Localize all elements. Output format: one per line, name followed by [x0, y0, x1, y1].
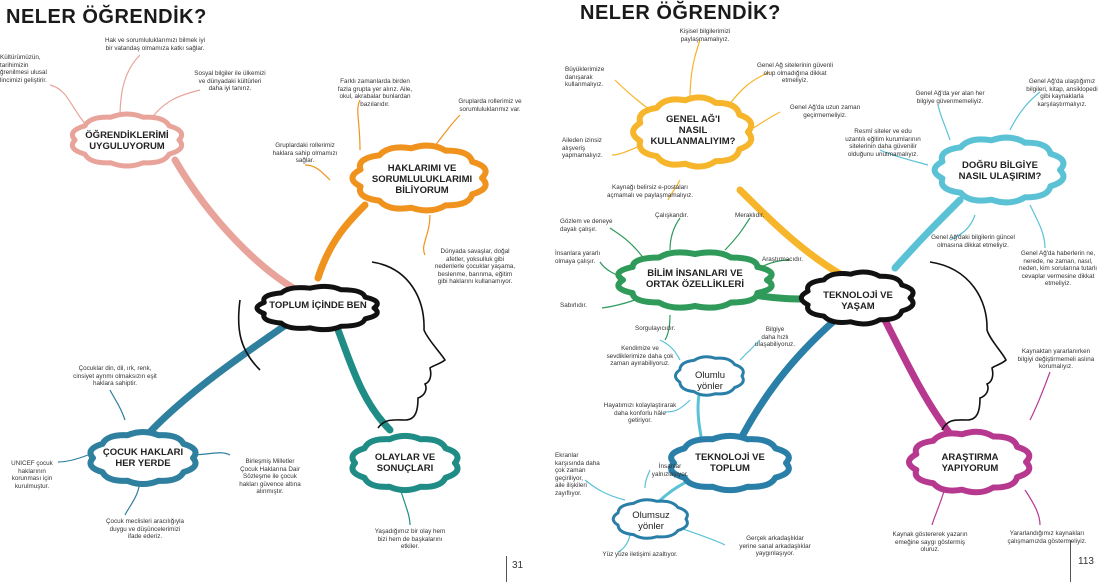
note-yasadigimiz: Yaşadığımız bir olay hem bizi hem de baş… — [374, 528, 446, 551]
note-hak-sorumluluk: Hak ve sorumluluklarımızı bilmek iyi bir… — [104, 37, 206, 52]
cloud-haklarimi — [349, 142, 489, 214]
note-yer-alan: Genel Ağ'da yer alan her bilgiye güvenme… — [915, 90, 985, 105]
page-number: 113 — [1078, 556, 1094, 567]
note-sabirli: Sabırlıdır. — [560, 302, 587, 309]
note-arastirmaci: Araştırmacıdır. — [762, 256, 803, 263]
cloud-teknoloji-toplum — [668, 432, 792, 494]
cloud-label-olumlu: Olumlu yönler — [694, 370, 726, 392]
cloud-label-olaylar: OLAYLAR VE SONUÇLARI — [374, 452, 436, 474]
note-kaynagi: Kaynağı belirsiz e-postaları açmamalı ve… — [606, 184, 694, 199]
note-bilgiye-hizli: Bilgiye daha hızlı ulaşabiliyoruz. — [755, 326, 795, 349]
note-kisisel: Kişisel bilgilerimizi paylaşmamalıyız. — [679, 28, 731, 43]
note-kaynaktan: Kaynaktan yararlanırken bilgiyi değiştir… — [1017, 348, 1095, 371]
cloud-ogrendiklerimi — [70, 111, 184, 169]
note-kultur: Kültürümüzün, tarihimizin ğrenilmesi ulu… — [0, 54, 47, 84]
head-silhouette — [371, 261, 447, 429]
cloud-label-ogrendiklerimi: ÖĞRENDİKLERİMİ UYGULUYORUM — [85, 130, 169, 152]
right-page: NELER ÖĞRENDİK? TEKNOLOJİ VE YAŞAM GENEL… — [550, 0, 1118, 586]
note-hayatimizi: Hayatımızı kolaylaştırarak daha konforlu… — [603, 402, 677, 425]
branch-haklarimi — [314, 201, 369, 282]
note-birlesmis: Birleşmiş Milletler Çocuk Haklarına Dair… — [239, 458, 301, 496]
page-number: 31 — [512, 560, 524, 571]
note-unicef: UNICEF çocuk haklarının korunması için k… — [11, 460, 53, 490]
note-meclis: Çocuk meclisleri aracılığıyla duygu ve d… — [105, 518, 185, 541]
branch-olaylar — [331, 318, 394, 434]
branch-arastirma — [881, 316, 959, 444]
cloud-olumlu — [673, 355, 745, 397]
branch-cocuk — [146, 318, 294, 436]
note-dunyada: Dünyada savaşlar, doğal afetler, yoksull… — [434, 248, 516, 286]
note-merakli: Meraklıdır. — [735, 212, 765, 219]
branch-teknoloji-toplum — [731, 316, 839, 454]
cloud-dogru-bilgi — [931, 134, 1067, 206]
note-uzun-zaman: Genel Ağ'da uzun zaman geçirmemeliyiz. — [789, 104, 861, 119]
note-kaynak-gostererek: Kaynak göstererek yazarın emeğine saygı … — [892, 531, 968, 554]
cloud-olaylar — [349, 432, 461, 494]
note-gruplardaki: Gruplardaki rollerimiz haklara sahip olm… — [272, 142, 338, 165]
cloud-label-arastirma: ARAŞTIRMA YAPIYORUM — [941, 452, 999, 474]
cloud-label-bilim: BİLİM İNSANLARI VE ORTAK ÖZELLİKLERİ — [646, 268, 744, 290]
note-guncel: Genel Ağ'daki bilgilerin güncel olmasına… — [931, 234, 1015, 249]
left-page: NELER ÖĞRENDİK? TOPLUM İÇİNDE BEN ÖĞREND… — [0, 0, 548, 586]
branch-ogrendiklerimi — [171, 156, 304, 296]
note-ekranlar: Ekranlar karşısında daha çok zaman geçir… — [555, 452, 600, 497]
note-izinsiz: Aileden izinsiz alışveriş yapmamalıyız. — [562, 137, 603, 160]
cloud-cocuk — [87, 428, 199, 488]
page-number-divider — [1070, 540, 1071, 582]
cloud-label-genel-ag: GENEL AĞ'I NASIL KULLANMALIYIM? — [650, 114, 736, 147]
head-silhouette — [929, 261, 1007, 431]
note-gercek: Gerçek arkadaşlıklar yerine sanal arkada… — [739, 535, 811, 558]
note-sosyal: Sosyal bilgiler ile ülkemizi ve dünyadak… — [194, 70, 266, 93]
cloud-label-toplum: TOPLUM İÇİNDE BEN — [269, 300, 367, 311]
cloud-genel-ag — [630, 94, 755, 170]
page-title: NELER ÖĞRENDİK? — [6, 6, 207, 28]
note-gozlem: Gözlem ve deneye dayalı çalışır. — [560, 218, 613, 233]
cloud-bilim — [615, 249, 775, 311]
note-farkli-zaman: Farklı zamanlarda birden fazla grupta ye… — [337, 78, 413, 108]
cloud-label-cocuk: ÇOCUK HAKLARI HER YERDE — [102, 447, 184, 469]
left-mindmap — [49, 54, 489, 526]
cloud-label-haklarimi: HAKLARIMI VE SORUMLULUKLARIMI BİLİYORUM — [371, 163, 473, 196]
note-gruplarda-rol: Gruplarda rollerimiz ve sorumluluklarımı… — [458, 98, 522, 113]
cloud-label-dogru-bilgi: DOĞRU BİLGİYE NASIL ULAŞIRIM? — [958, 160, 1042, 182]
page-number-divider — [506, 556, 507, 582]
note-cocuklar-din: Çocuklar din, dil, ırk, renk, cinsiyet a… — [73, 365, 157, 388]
note-insanlara: İnsanlara yararlı olmaya çalışır. — [555, 250, 601, 265]
cloud-label-teknoloji-toplum: TEKNOLOJİ VE TOPLUM — [695, 452, 765, 474]
page-gutter — [548, 0, 550, 586]
note-resmi: Resmî siteler ve edu uzantılı eğitim kur… — [845, 128, 921, 158]
note-yalnizlasiyor: İnsanlar yalnızlaşıyor. — [651, 463, 689, 478]
note-yararlandigimiz: Yararlandığımız kaynakları çalışmamızda … — [1007, 530, 1087, 545]
right-mindmap — [584, 39, 1067, 553]
note-buyuklerimize: Büyüklerimize danışarak kullanmalıyız. — [565, 66, 605, 89]
note-ulastigimiz: Genel Ağ'da ulaştığımız bilgileri, kitap… — [1026, 78, 1098, 108]
cloud-olumsuz — [611, 498, 689, 540]
cloud-label-olumsuz: Olumsuz yönler — [632, 510, 670, 532]
note-haberlerin: Genel Ağ'da haberlerin ne, nerede, ne za… — [1018, 250, 1098, 288]
note-sorgulayici: Sorgulayıcıdır. — [635, 325, 676, 332]
note-yuz-yuze: Yüz yüze iletişimi azaltıyor. — [602, 551, 678, 558]
page-title: NELER ÖĞRENDİK? — [580, 2, 781, 24]
cloud-toplum — [254, 283, 380, 333]
note-guvenli: Genel Ağ sitelerinin güvenli olup olmadı… — [757, 62, 833, 85]
cloud-label-teknoloji-yasam: TEKNOLOJİ VE YAŞAM — [823, 290, 893, 312]
note-caliskan: Çalışkandır. — [655, 212, 689, 219]
cloud-arastirma — [906, 428, 1033, 496]
cloud-teknoloji-yasam — [798, 269, 916, 327]
note-kendimize: Kendimize ve sevdiklerimize daha çok zam… — [606, 345, 674, 368]
branch-dogru-bilgi — [891, 196, 964, 272]
